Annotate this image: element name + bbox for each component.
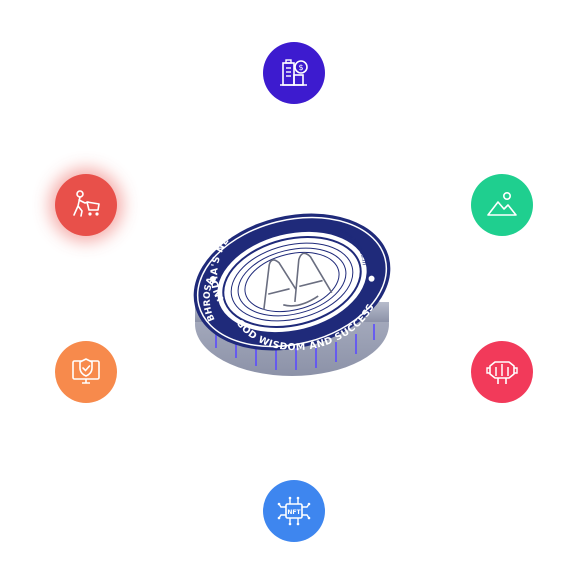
nft-label: NFT [287,509,301,516]
bhrosa-coin: INDIA'S NEW DIGITAL HISTORY GOD WISDOM A… [193,190,391,376]
vr-headset-icon [486,361,518,384]
vr-headset-button[interactable] [471,341,533,403]
dollar-glyph: $ [298,63,303,72]
finance-building-button[interactable]: $ [263,42,325,104]
person-cart-icon [73,190,100,217]
nft-chip-icon: NFT [277,496,311,526]
mountain-image-icon [487,192,517,216]
security-monitor-button[interactable] [55,341,117,403]
shield-monitor-icon [72,358,100,384]
aa-logo [263,252,333,310]
landscape-button[interactable] [471,174,533,236]
nft-chip-button[interactable]: NFT [263,480,325,542]
shopping-cart-button[interactable] [55,174,117,236]
building-dollar-icon: $ [280,59,308,86]
